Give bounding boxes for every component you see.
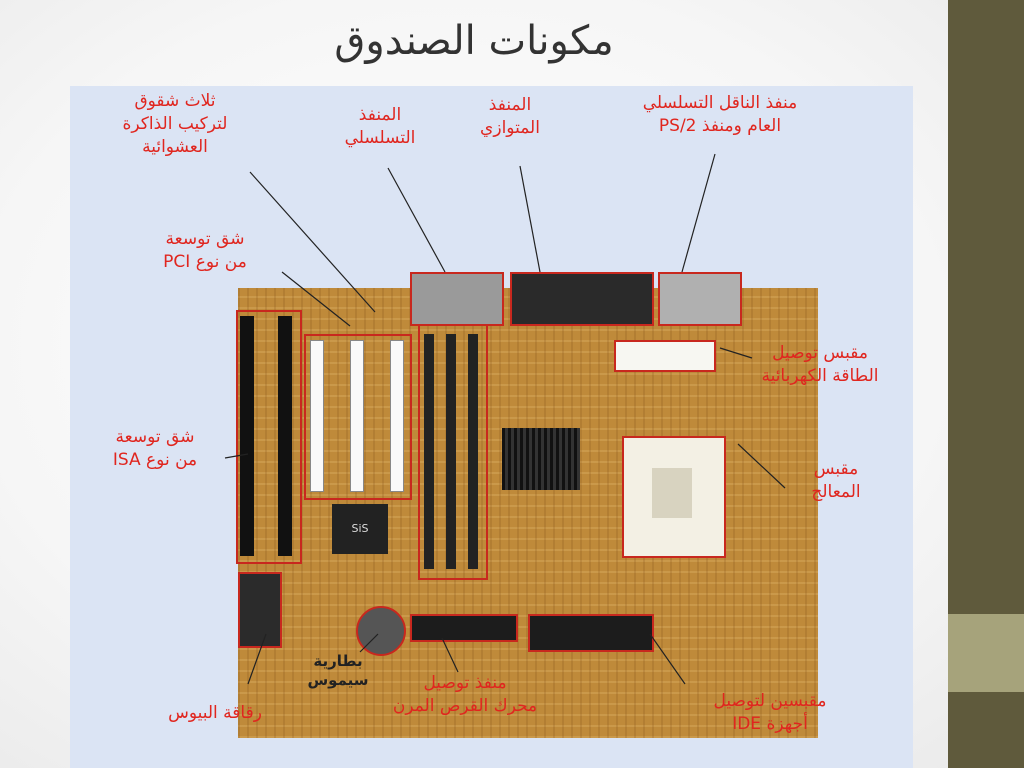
label-line: منفذ توصيل [423, 673, 507, 693]
label-line: المعالج [811, 482, 861, 502]
label-line: مقبس توصيل [772, 343, 868, 363]
label-line: مقبس [813, 459, 859, 479]
label-pci-slot: شق توسعة من نوع PCI [120, 228, 290, 274]
label-line: رقاقة البيوس [168, 703, 262, 723]
label-line: بطارية [313, 652, 363, 670]
label-line: العام ومنفذ PS/2 [658, 116, 782, 136]
label-cmos-battery: بطارية سيموس [298, 652, 378, 690]
label-isa-slot: شق توسعة من نوع ISA [70, 426, 240, 472]
parallel-port-block [510, 272, 654, 326]
label-line: الطاقة الكهربائية [761, 366, 879, 386]
label-line: شق توسعة [115, 427, 195, 447]
pci-slot [310, 340, 324, 492]
label-line: سيموس [307, 671, 369, 689]
label-ram-slots: ثلاث شقوق لتركيب الذاكرة العشوائية [90, 90, 260, 159]
usb-ps2-block [658, 272, 742, 326]
ram-slot [468, 334, 478, 569]
label-line: التسلسلي [344, 128, 416, 148]
isa-slot [240, 316, 254, 556]
pci-slot [390, 340, 404, 492]
label-line: ثلاث شقوق [134, 91, 216, 111]
label-line: العشوائية [142, 137, 208, 157]
ram-slot [424, 334, 434, 569]
cmos-battery [356, 606, 406, 656]
label-line: المنفذ [488, 95, 532, 115]
label-power-connector: مقبس توصيل الطاقة الكهربائية [730, 342, 910, 388]
label-bios-chip: رقاقة البيوس [130, 702, 300, 725]
label-cpu-socket: مقبس المعالج [786, 458, 886, 504]
isa-slot-highlight [236, 310, 302, 564]
serial-port-block [410, 272, 504, 326]
ram-slot-highlight [418, 324, 488, 580]
label-line: أجهزة IDE [732, 714, 808, 734]
slide-title: مكونات الصندوق [334, 18, 614, 64]
isa-slot [278, 316, 292, 556]
label-floppy-connector: منفذ توصيل محرك القرص المرن [360, 672, 570, 718]
label-line: من نوع ISA [112, 450, 198, 470]
label-line: المنفذ [358, 105, 402, 125]
south-bridge-chip: SiS [332, 504, 388, 554]
label-line: شق توسعة [165, 229, 245, 249]
motherboard-figure: SiS [70, 86, 913, 768]
side-accent-block [948, 614, 1024, 692]
label-serial-port: المنفذ التسلسلي [320, 104, 440, 150]
floppy-connector [410, 614, 518, 642]
motherboard: SiS [236, 272, 818, 738]
cpu-socket-center [652, 468, 692, 518]
label-line: محرك القرص المرن [392, 696, 538, 716]
power-connector [614, 340, 716, 372]
ram-slot [446, 334, 456, 569]
chipset-heatsink [502, 428, 580, 490]
label-line: من نوع PCI [163, 252, 247, 272]
label-ide-connectors: مقبسين لتوصيل أجهزة IDE [670, 690, 870, 736]
pci-slot-highlight [304, 334, 412, 500]
label-line: منفذ الناقل التسلسلي [642, 93, 798, 113]
label-usb-ps2: منفذ الناقل التسلسلي العام ومنفذ PS/2 [600, 92, 840, 138]
label-parallel-port: المنفذ المتوازي [450, 94, 570, 140]
pci-slot [350, 340, 364, 492]
ide-connectors [528, 614, 654, 652]
bios-chip [238, 572, 282, 648]
label-line: لتركيب الذاكرة [122, 114, 228, 134]
label-line: المتوازي [480, 118, 540, 138]
label-line: مقبسين لتوصيل [713, 691, 827, 711]
